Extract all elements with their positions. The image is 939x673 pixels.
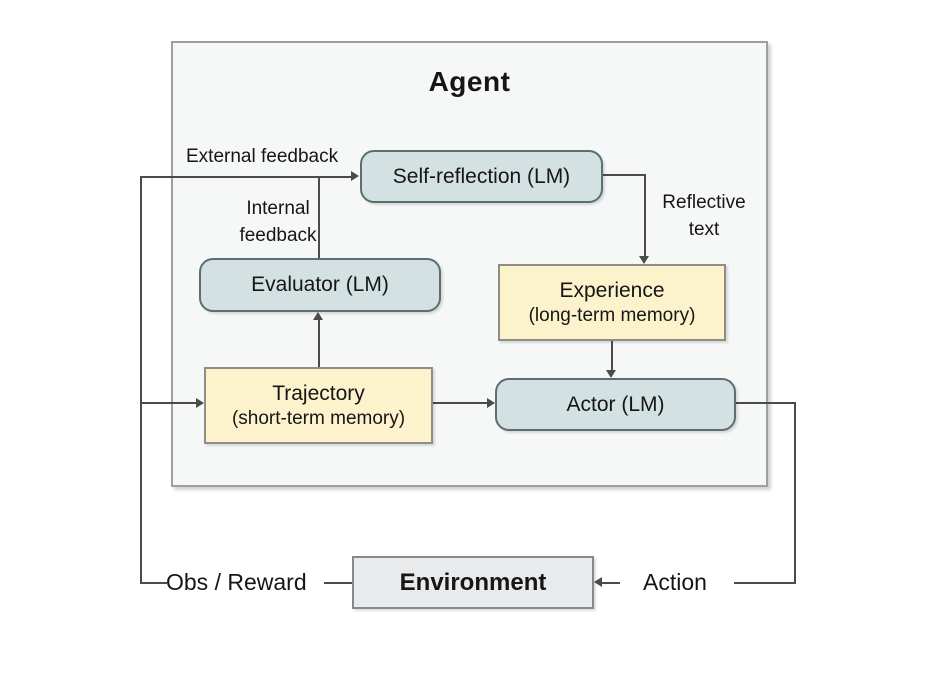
edge-env-to-agent-left-line [140,176,142,584]
edge-trajectory-to-evaluator-line [318,320,320,367]
edge-action-bottom-line [734,582,796,584]
edge-obs-to-trajectory-line [140,402,196,404]
edge-selfreflection-out-line [603,174,646,176]
edge-reflective-text-line [644,174,646,256]
node-self-reflection-label: Self-reflection (LM) [392,164,571,188]
label-obs-reward: Obs / Reward [166,569,307,595]
node-environment-label: Environment [399,568,547,596]
edge-obs-reward-right-line [324,582,352,584]
edge-external-feedback-line [140,176,351,178]
edge-experience-to-actor-line [611,341,613,370]
arrow-into-self-reflection-icon [351,171,359,181]
node-experience: Experience (long-term memory) [498,264,726,341]
node-trajectory-sublabel: (short-term memory) [231,407,406,429]
label-reflective-text: Reflective text [662,192,746,240]
arrow-into-environment-icon [594,577,602,587]
node-self-reflection: Self-reflection (LM) [360,150,603,203]
arrow-into-trajectory-icon [196,398,204,408]
edge-trajectory-to-actor-line [433,402,487,404]
arrow-into-evaluator-icon [313,312,323,320]
edge-actor-out-line [736,402,796,404]
label-action: Action [643,569,707,595]
arrow-into-actor-left-icon [487,398,495,408]
arrow-into-experience-icon [639,256,649,264]
node-environment: Environment [352,556,594,609]
edge-action-to-environment-line [602,582,620,584]
label-external-feedback: External feedback [186,146,339,167]
edge-obs-reward-left-line [140,582,167,584]
agent-title: Agent [428,66,511,97]
edge-internal-feedback-line [318,177,320,259]
node-evaluator: Evaluator (LM) [199,258,441,312]
node-actor-label: Actor (LM) [566,392,665,416]
node-evaluator-label: Evaluator (LM) [251,273,389,297]
node-experience-label: Experience [559,279,665,303]
arrow-into-actor-top-icon [606,370,616,378]
label-internal-feedback: Internal feedback [239,198,317,246]
node-trajectory: Trajectory (short-term memory) [204,367,433,444]
node-experience-sublabel: (long-term memory) [528,304,696,326]
edge-action-right-line [794,402,796,584]
node-actor: Actor (LM) [495,378,736,431]
node-trajectory-label: Trajectory [272,382,365,406]
